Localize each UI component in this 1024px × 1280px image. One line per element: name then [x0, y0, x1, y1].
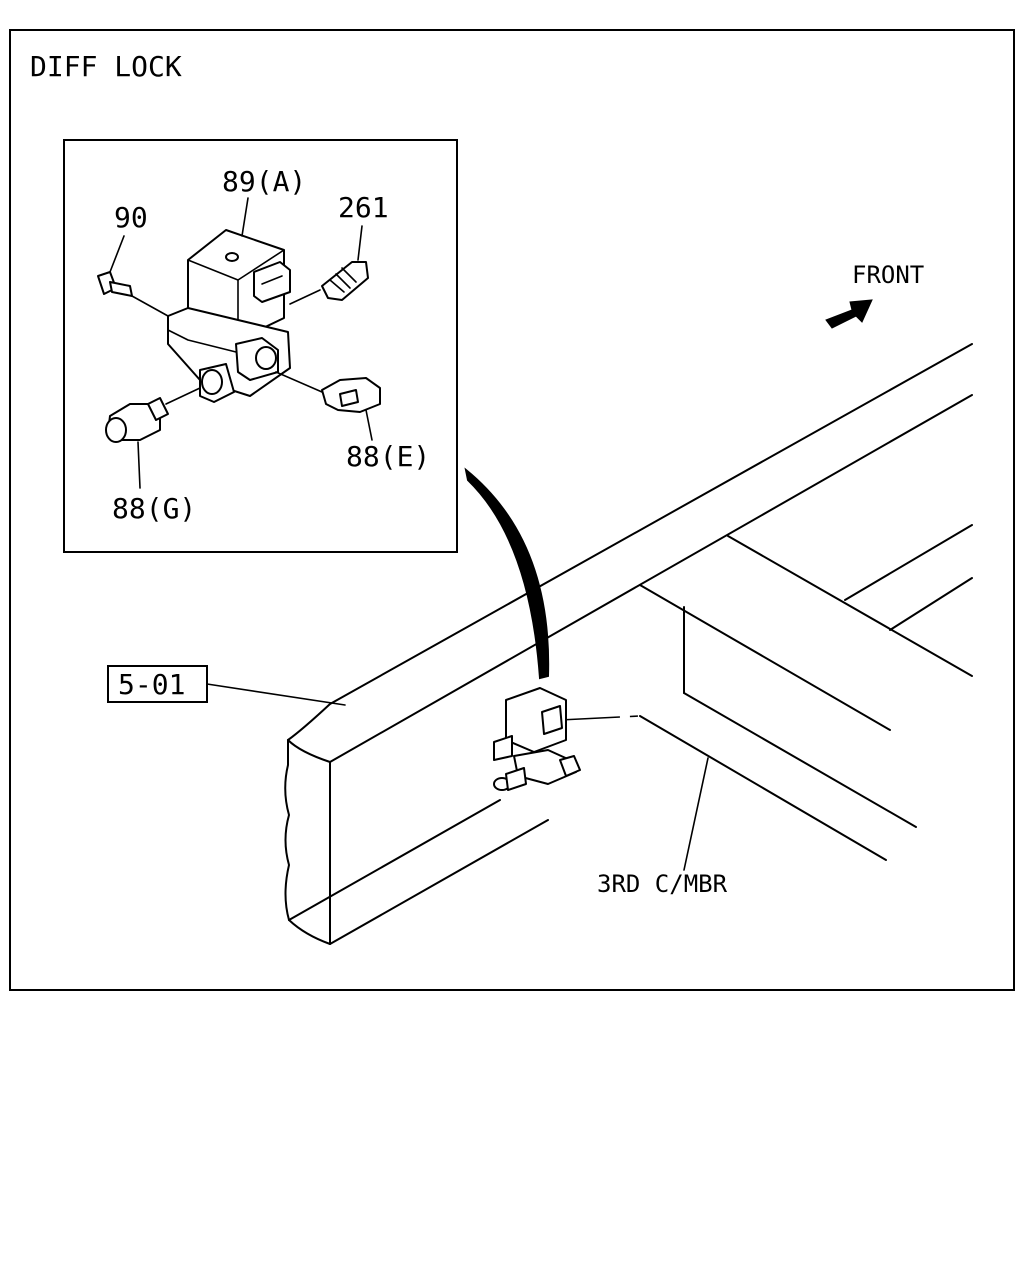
- reference-box-label: 5-01: [118, 668, 185, 701]
- straight-fitting-detail: [105, 387, 201, 443]
- plug-detail: [289, 261, 369, 305]
- leader-bolt: [109, 235, 125, 273]
- front-label: FRONT: [852, 261, 924, 289]
- callout-straight-fitting: 88(G): [112, 492, 196, 525]
- diagram-title: DIFF LOCK: [30, 50, 182, 83]
- zoom-callout-wedge: [464, 467, 550, 680]
- mounted-solenoid-valve: [493, 687, 581, 791]
- callout-elbow-fitting: 88(E): [346, 440, 430, 473]
- leader-straight-fitting: [137, 441, 141, 489]
- frame-rail: [284, 343, 973, 945]
- callout-plug: 261: [338, 191, 389, 224]
- elbow-fitting-detail: [275, 371, 381, 413]
- leader-plug: [357, 225, 363, 261]
- leader-solenoid-valve: [241, 197, 249, 237]
- callout-solenoid-valve: 89(A): [222, 165, 306, 198]
- reference-box: [107, 665, 208, 703]
- member-label: 3RD C/MBR: [597, 870, 728, 898]
- member-leader: [683, 757, 709, 871]
- bolt-detail: [97, 271, 169, 317]
- solenoid-valve-detail: [167, 229, 291, 403]
- leader-elbow-fitting: [365, 409, 373, 441]
- cross-member: [559, 524, 973, 861]
- reference-leader: [206, 683, 346, 706]
- diagram-frame: [9, 29, 1015, 991]
- front-arrow-icon: [825, 299, 873, 329]
- callout-bolt: 90: [114, 201, 148, 234]
